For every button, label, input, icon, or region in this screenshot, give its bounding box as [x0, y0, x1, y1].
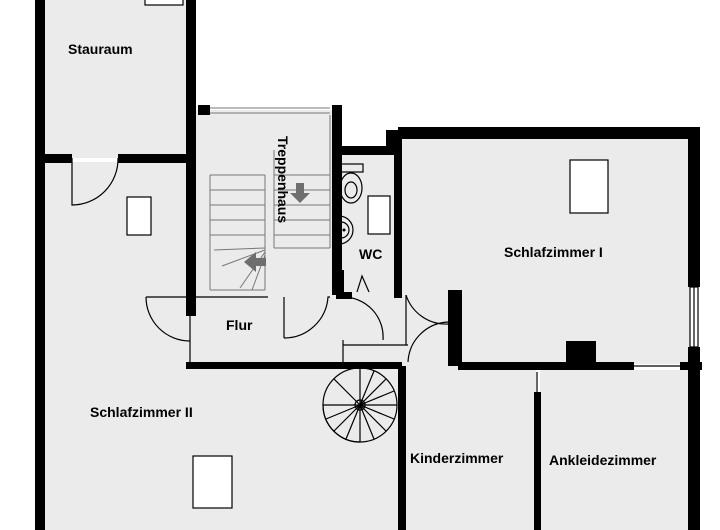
- label-wc: WC: [359, 246, 382, 262]
- walls: [35, 0, 702, 530]
- doors: [71, 157, 449, 363]
- wall-stauraum-right: [186, 0, 196, 297]
- wc-fixtures: [338, 163, 364, 245]
- door-stauraum: [71, 157, 119, 206]
- door-kinder: [407, 321, 449, 363]
- wall-chimney: [566, 341, 596, 365]
- kinderzimmer-floor: [402, 370, 536, 530]
- wall-stair-top-left: [198, 105, 210, 115]
- wall-kinder-ankleide: [534, 392, 541, 530]
- wall-wc-top: [342, 146, 394, 155]
- window-sz1: [569, 159, 609, 214]
- label-ankleidezimmer: Ankleidezimmer: [549, 452, 657, 468]
- room-fills: [45, 0, 692, 530]
- window-sz2-upper: [126, 196, 152, 236]
- label-schlafzimmer-1: Schlafzimmer I: [504, 244, 603, 260]
- stair-arrow-left-icon: [244, 252, 266, 272]
- wall-sz1-left-pillar: [448, 290, 462, 366]
- wall-right-outer-lower: [688, 347, 700, 530]
- staircase: [209, 115, 331, 291]
- wall-wc-right: [394, 130, 402, 298]
- door-flur-left: [145, 296, 191, 342]
- stauraum-floor: [45, 0, 187, 158]
- wall-right-corner-cap: [680, 362, 702, 370]
- wall-right-outer: [688, 127, 700, 287]
- label-kinderzimmer: Kinderzimmer: [410, 450, 504, 466]
- wall-flur-stub: [186, 292, 196, 316]
- wall-top-right: [398, 127, 700, 139]
- wall-wc-door-left: [336, 292, 352, 299]
- stair-winders: [213, 247, 266, 291]
- wall-left-outer: [35, 0, 45, 530]
- stair-arrow-down-icon: [290, 183, 310, 203]
- spiral-staircase-icon: [322, 367, 398, 443]
- window-sz2-lower: [192, 455, 233, 509]
- door-sz1: [405, 294, 449, 325]
- label-schlafzimmer-2: Schlafzimmer II: [90, 404, 193, 420]
- thin-partitions: [146, 107, 680, 392]
- toilet-icon: [338, 163, 364, 204]
- wall-flur-stub2: [336, 270, 344, 295]
- wall-sz1-bottom: [458, 362, 634, 370]
- hall-landing-floor: [338, 295, 458, 370]
- window-stauraum-top: [144, 0, 184, 6]
- label-stauraum: Stauraum: [68, 41, 133, 57]
- label-treppenhaus: Treppenhaus: [275, 136, 291, 223]
- wall-stair-right: [332, 105, 342, 295]
- wall-kinder-left: [398, 366, 406, 530]
- wall-stauraum-bottom-right: [118, 154, 188, 163]
- ankleidezimmer-floor: [540, 370, 692, 530]
- window-wc: [367, 195, 391, 235]
- door-wc: [356, 274, 370, 293]
- washbasin-icon: [338, 215, 354, 245]
- room-labels: Stauraum Treppenhaus WC Schlafzimmer I F…: [68, 41, 657, 468]
- label-flur: Flur: [226, 317, 253, 333]
- windows: [126, 0, 699, 509]
- door-landing: [342, 296, 384, 341]
- door-flur-right: [283, 296, 330, 339]
- wall-flur-bottom: [186, 362, 402, 369]
- stair-top-rail: [210, 107, 330, 114]
- wall-stauraum-bottom-left: [40, 154, 72, 163]
